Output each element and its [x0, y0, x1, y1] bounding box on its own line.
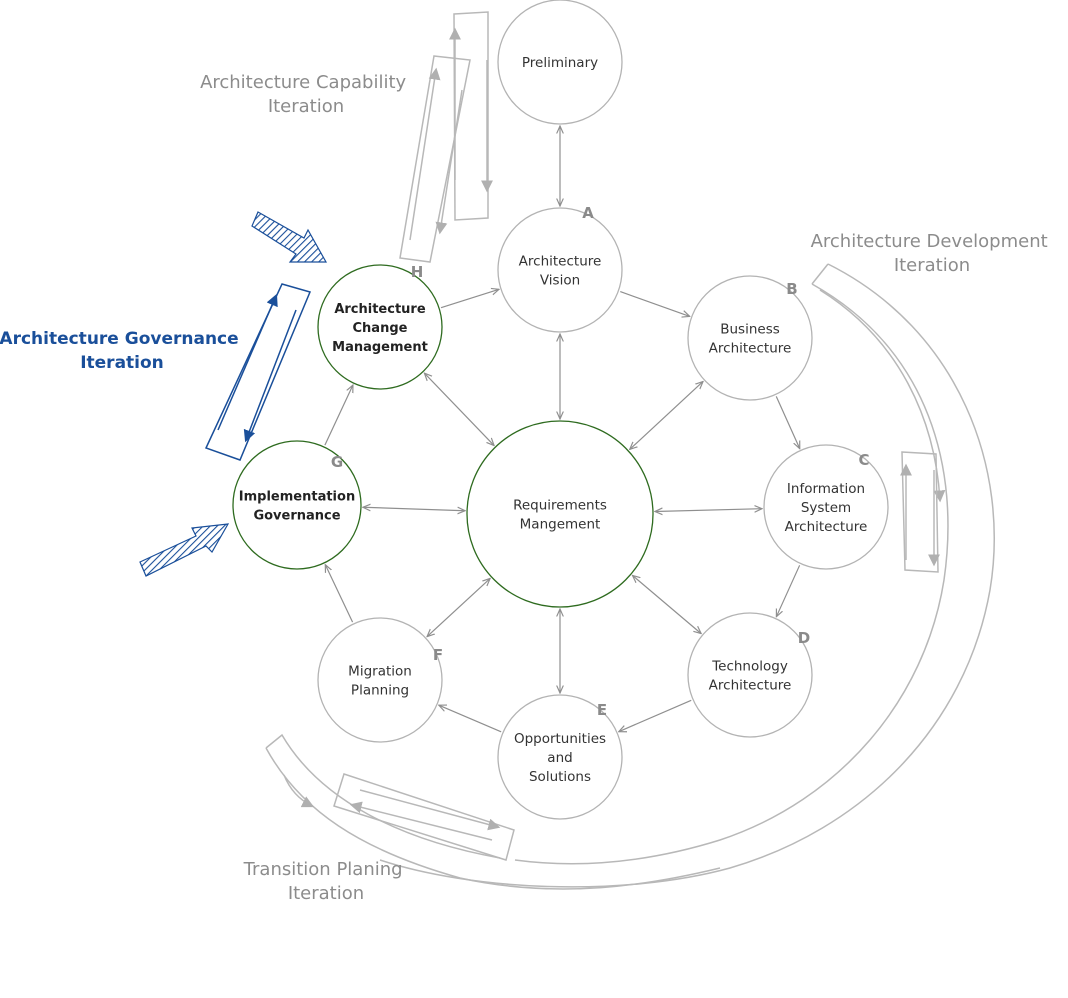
- node-circle: [317, 264, 443, 390]
- node-label-line: Architecture: [709, 678, 792, 694]
- node-letter: A: [582, 204, 594, 222]
- node-label-line: Architecture: [334, 302, 426, 317]
- edge-r-f: [427, 578, 490, 636]
- node-letter: H: [411, 263, 424, 281]
- development-iteration-shape: [379, 263, 996, 888]
- node-letter: G: [331, 453, 343, 471]
- node-label-line: Preliminary: [522, 55, 598, 71]
- node-label-line: Migration: [348, 664, 412, 680]
- edge-g-h: [324, 385, 353, 446]
- governance-iteration-shape: [204, 283, 312, 461]
- node-label-line: Architecture: [519, 254, 602, 270]
- capability-iteration-shape: [399, 11, 493, 263]
- node-label-line: Opportunities: [514, 731, 606, 747]
- hatched-arrow-top: [251, 211, 328, 263]
- hatched-arrow-bottom: [139, 523, 230, 577]
- edge-r-c: [655, 509, 762, 512]
- node-circle: [497, 694, 623, 820]
- edge-f-g: [325, 565, 354, 623]
- governance-hatched-arrows: [139, 211, 328, 577]
- node-label-line: Solutions: [529, 769, 591, 785]
- node-circle: [497, 0, 623, 125]
- node-label-line: Architecture: [709, 341, 792, 357]
- capability-iteration-label: Architecture Capability Iteration: [200, 72, 412, 117]
- edge-e-f: [439, 705, 502, 733]
- node-label-line: Business: [720, 322, 780, 338]
- node-label-line: System: [801, 500, 851, 516]
- node-letter: D: [798, 629, 810, 647]
- node-label-line: Management: [332, 340, 428, 355]
- edge-h-a: [440, 289, 499, 309]
- node-circle: [232, 440, 362, 570]
- iteration-shapes: [139, 11, 996, 890]
- node-label-line: Mangement: [520, 517, 601, 533]
- node-circle: [317, 617, 443, 743]
- node-label-line: and: [547, 750, 572, 766]
- node-label-line: Architecture: [785, 519, 868, 535]
- node-letter: B: [786, 280, 797, 298]
- edge-a-b: [620, 291, 689, 317]
- node-circle: [687, 275, 813, 401]
- node-letter: F: [433, 646, 443, 664]
- development-iteration-label: Architecture Development Iteration: [811, 231, 1054, 276]
- node-p: Preliminary: [497, 0, 623, 125]
- node-circle: [687, 612, 813, 738]
- governance-iteration-label: Architecture Governance Iteration: [0, 329, 245, 373]
- edge-r-h: [424, 373, 494, 445]
- node-label-line: Planning: [351, 683, 409, 699]
- node-label-line: Implementation: [239, 490, 355, 505]
- node-label-line: Information: [787, 481, 865, 497]
- edge-b-c: [775, 396, 800, 448]
- node-label-line: Change: [353, 321, 408, 336]
- transition-iteration-label: Transition Planing Iteration: [243, 859, 409, 904]
- node-circle: [763, 444, 889, 570]
- edge-d-e: [619, 699, 692, 731]
- node-circle: [497, 207, 623, 333]
- node-label-line: Governance: [253, 509, 340, 524]
- node-label-line: Requirements: [513, 498, 607, 514]
- edge-r-g: [363, 507, 465, 510]
- node-letter: C: [858, 451, 869, 469]
- edge-c-d: [776, 565, 801, 616]
- edges: [324, 126, 801, 733]
- edge-r-b: [630, 381, 703, 449]
- node-label: Preliminary: [522, 55, 598, 71]
- node-circle: [466, 420, 654, 608]
- node-label-line: Vision: [540, 273, 580, 289]
- transition-iteration-shape: [265, 733, 721, 890]
- node-label-line: Technology: [711, 659, 788, 675]
- iteration-labels: Architecture Capability Iteration Archit…: [0, 72, 1054, 904]
- edge-r-d: [632, 575, 701, 633]
- node-letter: E: [597, 701, 607, 719]
